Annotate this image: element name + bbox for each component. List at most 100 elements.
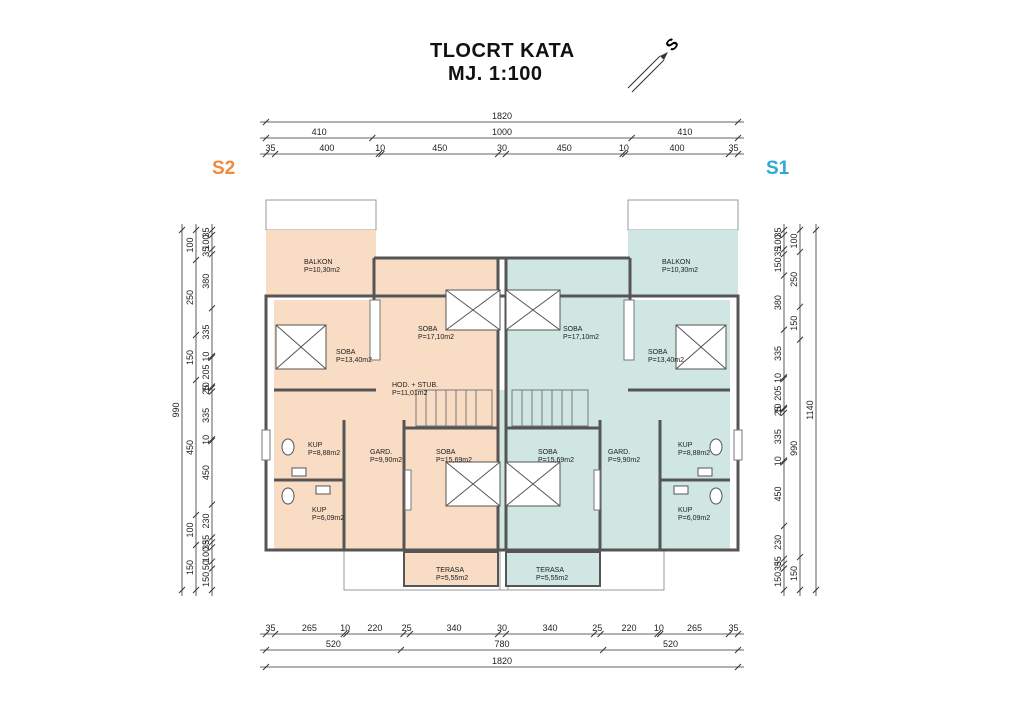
- dim-bottom-row2-tick: [734, 646, 742, 654]
- dim-bottom-row1-value: 340: [542, 623, 557, 633]
- room-name: GARD.: [608, 449, 630, 456]
- dim-left-row3-tick: [208, 353, 216, 361]
- room-name: TERASA: [436, 567, 464, 574]
- dim-bottom-row1-tick: [262, 630, 270, 638]
- room-area: P=13,40m2: [336, 357, 372, 364]
- dim-right-row3-value: 335: [773, 429, 783, 444]
- dim-left-row3-value: 25: [201, 385, 211, 395]
- room-name: SOBA: [563, 326, 583, 333]
- dim-right-row3-value: 380: [773, 295, 783, 310]
- dim-right-total-value: 1140: [805, 400, 815, 419]
- dim-top-row3-value: 30: [497, 143, 507, 153]
- dim-bottom-row1-value: 265: [302, 623, 317, 633]
- room-name: TERASA: [536, 567, 564, 574]
- dim-top-row3-tick: [734, 150, 742, 158]
- dim-right-row3-value: 35: [773, 247, 783, 257]
- dim-bottom-row1-tick: [656, 630, 664, 638]
- dim-top-row2-tick: [734, 134, 742, 142]
- room-name: KUP: [308, 442, 323, 449]
- dim-top-row3-value: 35: [728, 143, 738, 153]
- dim-top-row2-value: 410: [312, 127, 327, 137]
- dim-right-row2-value: 250: [789, 272, 799, 287]
- dim-left-total-value: 990: [171, 402, 181, 417]
- dim-right-row3-tick: [780, 555, 788, 563]
- dim-right-row3-tick: [780, 560, 788, 568]
- dim-right-row3-value: 450: [773, 486, 783, 501]
- dim-right-row3-value: 100: [773, 235, 783, 250]
- dim-left-row3-tick: [208, 245, 216, 253]
- dim-left-row3-tick: [208, 586, 216, 594]
- dim-left-row3-value: 50: [201, 560, 211, 570]
- dim-left-row3-value: 335: [201, 325, 211, 340]
- dim-bottom-row2-value: 780: [494, 639, 509, 649]
- dim-left-row3-tick: [208, 435, 216, 443]
- dim-bottom-row1-tick: [590, 630, 598, 638]
- dim-bottom-row1-tick: [343, 630, 350, 638]
- dim-left-row3-tick: [208, 533, 216, 541]
- bed-icons: [275, 289, 727, 507]
- dim-right-row2-value: 990: [789, 441, 799, 456]
- dim-right-row3-tick: [780, 457, 788, 464]
- dim-top-row3-value: 10: [375, 143, 385, 153]
- dim-left-row2-value: 150: [185, 560, 195, 575]
- dim-right-row2-value: 150: [789, 566, 799, 581]
- dim-right-row2-value: 100: [789, 233, 799, 248]
- room-area: P=6,09m2: [312, 515, 344, 522]
- dim-bottom-row1-value: 35: [266, 623, 276, 633]
- dim-left-row3-value: 10: [201, 435, 211, 445]
- dim-left-row2-tick: [192, 511, 200, 519]
- unit-label-s1: S1: [766, 158, 790, 179]
- dim-left-row3-tick: [208, 501, 216, 508]
- dim-right-row3-tick: [780, 245, 788, 253]
- dim-right-row3-tick: [780, 409, 788, 417]
- dim-top-row3-value: 10: [619, 143, 629, 153]
- dim-top-row3-value: 450: [432, 143, 447, 153]
- room-area: P=5,55m2: [536, 575, 568, 582]
- room-area: P=10,30m2: [662, 267, 698, 274]
- dim-right-row2-tick: [796, 226, 804, 234]
- dim-top-row3-value: 400: [319, 143, 334, 153]
- room-area: P=17,10m2: [563, 334, 599, 341]
- room-name: KUP: [678, 442, 693, 449]
- dim-right-row3-value: 35: [773, 227, 783, 237]
- dim-right-row3-tick: [780, 250, 788, 258]
- room-fills: [266, 230, 738, 586]
- dim-top-row3-tick: [725, 150, 733, 158]
- room-name: GARD.: [370, 449, 392, 456]
- drawing-title: TLOCRT KATA: [430, 40, 575, 62]
- dim-left-row3-tick: [208, 437, 216, 444]
- dim-left-row2-tick: [192, 256, 200, 264]
- dim-right-row3-tick: [780, 522, 788, 530]
- room-name: SOBA: [336, 349, 356, 356]
- dim-right-row3-tick: [780, 226, 788, 234]
- dim-right-row3-value: 35: [773, 556, 783, 566]
- dim-top-row3-tick: [619, 150, 626, 158]
- dim-left-row3-tick: [208, 250, 216, 258]
- dim-left-row3-value: 35: [201, 227, 211, 237]
- room-name: KUP: [678, 507, 693, 514]
- dim-bottom-row2-tick: [397, 646, 405, 654]
- dim-left-row3-value: 35: [201, 540, 211, 550]
- dim-top-total-tick: [734, 118, 742, 126]
- dim-left-row3-value: 10: [201, 382, 211, 392]
- dim-bottom-row1-value: 220: [622, 623, 637, 633]
- dim-bottom-row2-value: 520: [326, 639, 341, 649]
- room-area: P=8,88m2: [308, 450, 340, 457]
- dim-right-row3-value: 25: [773, 406, 783, 416]
- dim-left-row3-tick: [208, 538, 216, 546]
- dim-left-row2-tick: [192, 226, 200, 234]
- room-name: KUP: [312, 507, 327, 514]
- dim-bottom-row1-tick: [494, 630, 502, 638]
- north-label: S: [663, 35, 683, 55]
- dim-top-row2-value: 1000: [492, 127, 512, 137]
- dim-left-row2-tick: [192, 376, 200, 384]
- dim-bottom-row1-value: 265: [687, 623, 702, 633]
- dim-bottom-row2-tick: [599, 646, 607, 654]
- dim-right-row3-tick: [780, 373, 788, 381]
- dim-right-row3-value: 230: [773, 535, 783, 550]
- dim-right-row3-value: 35: [773, 561, 783, 571]
- dim-top-row3-value: 35: [266, 143, 276, 153]
- dim-top-row2-tick: [262, 134, 270, 142]
